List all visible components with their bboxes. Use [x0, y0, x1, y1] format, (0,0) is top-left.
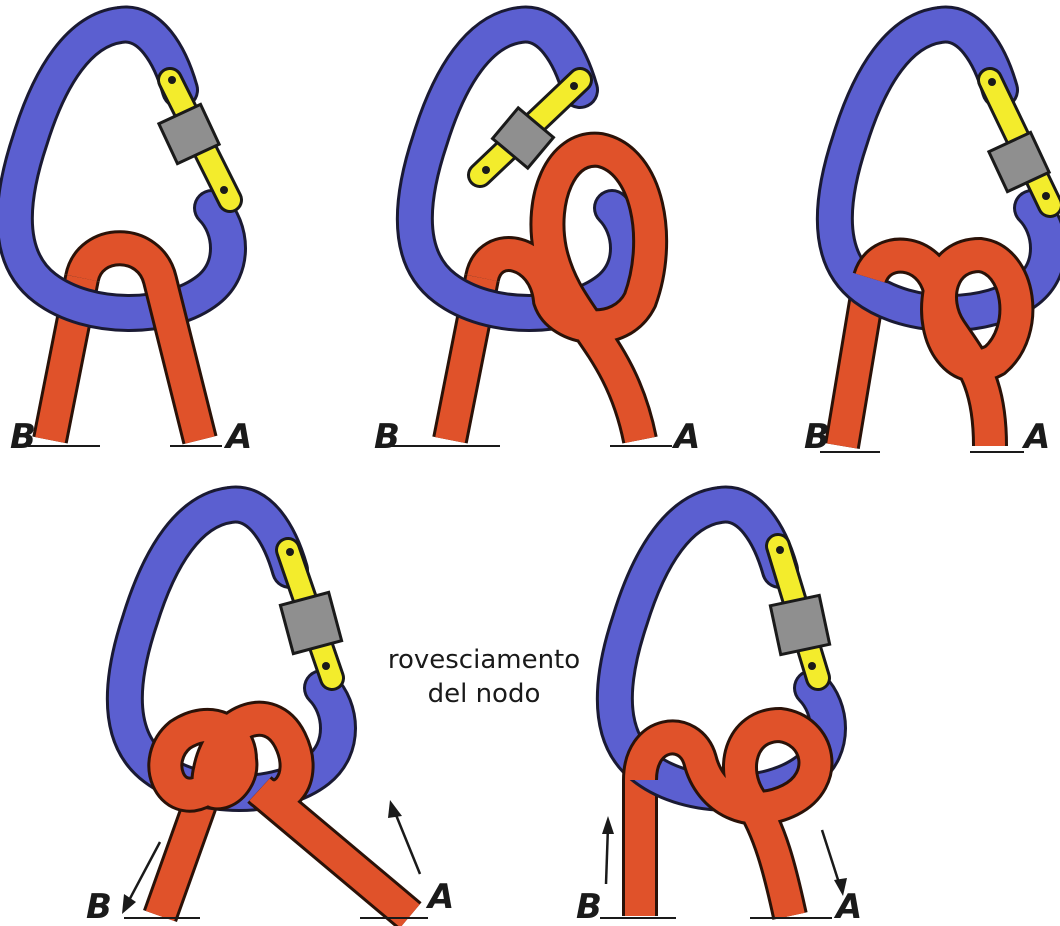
caption-line-1: rovesciamento: [388, 645, 580, 675]
label-a: A: [671, 417, 700, 457]
label-a: A: [1021, 417, 1050, 457]
panel-1: B A: [10, 25, 252, 457]
arrow-a-up: [388, 800, 420, 874]
gate: [770, 546, 829, 678]
arrow-b-up: [602, 816, 614, 884]
panel-2: B A: [374, 25, 700, 457]
label-b: B: [374, 417, 400, 457]
panel-3: B A: [804, 25, 1050, 457]
panel-4: B A: [86, 505, 454, 926]
panel-5: B A: [576, 505, 862, 926]
label-b: B: [10, 417, 36, 457]
label-a: A: [223, 417, 252, 457]
gate: [280, 548, 341, 678]
caption: rovesciamento del nodo: [388, 645, 580, 709]
label-b: B: [576, 887, 602, 926]
carabiner: [15, 25, 230, 313]
label-b: B: [804, 417, 830, 457]
rope-knot-inverted: [640, 725, 815, 916]
caption-line-2: del nodo: [428, 679, 541, 709]
label-a: A: [425, 877, 454, 917]
gate: [988, 78, 1050, 205]
label-b: B: [86, 887, 112, 926]
label-a: A: [833, 887, 862, 926]
